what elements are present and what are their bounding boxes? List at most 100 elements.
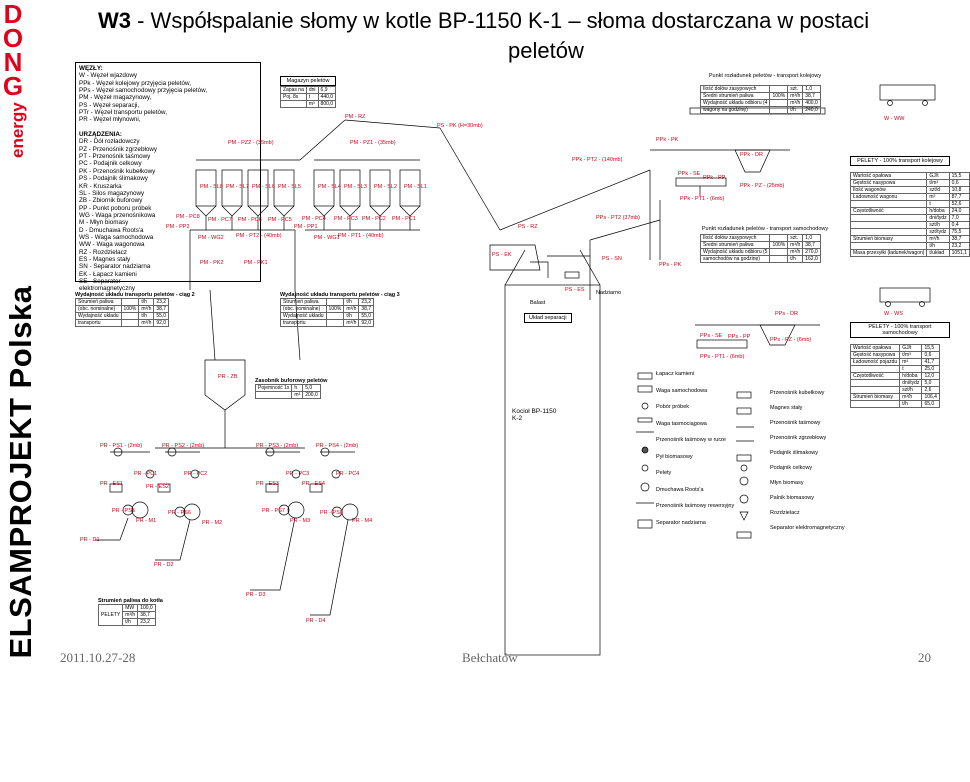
symbol-label: Pył biomasowy — [656, 453, 693, 460]
cell: szt/h — [899, 386, 923, 394]
cell: 162,0 — [802, 255, 821, 263]
cell: m³/h — [343, 305, 360, 313]
table-title: Punkt rozładunek peletów - transport sam… — [701, 226, 829, 232]
label-pr-ps2: PR - PS2 - (2mb) — [162, 443, 205, 449]
label-pc3: PM - PC3 — [334, 216, 358, 222]
cell: 0,6 — [948, 179, 970, 187]
label-ppk-pk: PPk - PK — [656, 137, 679, 143]
cell: 52,6 — [948, 200, 970, 208]
cell: 6,9 — [317, 86, 337, 94]
cell: t — [926, 200, 950, 208]
label-pp1: PM - PP1 — [294, 224, 318, 230]
cell: 7,0 — [948, 214, 970, 222]
cell: 23,2 — [153, 298, 170, 306]
cell: t/h — [787, 255, 804, 263]
label-kociol: Kocioł BP-1150 K-2 — [512, 408, 557, 422]
cell: (obc. nominalne) — [75, 305, 122, 313]
table-title: PELETY - 100% transport kolejowy — [850, 156, 950, 166]
label-pr-d1: PR - D1 — [80, 537, 100, 543]
symbol-label: Przenośnik zgrzebłowy — [770, 435, 827, 441]
legend-box: WĘZŁY: W - Węzeł wjazdowy PPk - Węzeł ko… — [75, 62, 261, 292]
cell: transportu — [280, 319, 327, 327]
label-pc2: PM - PC2 — [362, 216, 386, 222]
label-balast: Balast — [530, 300, 546, 306]
label-pc6: PM - PC6 — [238, 217, 262, 223]
cell: t/h — [926, 242, 950, 250]
label-ps-pk: PS - PK (H=30mb) — [437, 123, 483, 129]
label-pc5: PM - PC5 — [268, 217, 292, 223]
cell: 100% — [769, 241, 789, 249]
hopper-ppk-dr — [734, 149, 771, 173]
legend-devices: DR - Dół rozładowczy PZ - Przenośnik zgr… — [79, 138, 158, 293]
label-pr-ps1: PR - PS1 - (2mb) — [100, 443, 143, 449]
label-pr-ps5: PR - PS5 — [112, 508, 135, 514]
label-pr-d2: PR - D2 — [154, 562, 174, 568]
symbol-label: Młyn biomasy — [770, 480, 804, 486]
cell: h/doba — [926, 207, 950, 215]
cell: MW — [122, 604, 139, 612]
symbol-label: Magnes stały — [770, 405, 803, 411]
cell: 87,7 — [948, 193, 970, 201]
cell: szt. — [787, 85, 804, 93]
label-pc8: PM - PC8 — [176, 214, 200, 220]
cell: szt/d — [926, 186, 950, 194]
label-pr-pc1: PR - PC1 — [134, 471, 158, 477]
cell: Częstotliwość — [849, 372, 901, 380]
cell — [849, 386, 901, 394]
cell: 1051,1 — [948, 249, 970, 257]
cell: 41,7 — [921, 358, 940, 366]
cell: Ładowność pojazdu — [849, 358, 901, 366]
cell — [849, 228, 928, 236]
label-pr-m4: PR - M4 — [352, 518, 373, 524]
label-pr-ps6: PR - PS6 — [168, 510, 191, 516]
cell: Wydajność układu — [280, 312, 327, 320]
cell: m³/h — [899, 393, 923, 401]
table-title: Punkt rozładunek peletów - transport kol… — [708, 73, 822, 79]
symbol-label: Waga tasmociągowa — [656, 420, 707, 427]
label-pc7: PM - PC7 — [208, 217, 232, 223]
cell: m³/h — [787, 248, 804, 256]
label-pr-m2: PR - M2 — [202, 520, 223, 526]
cell: 12,0 — [921, 372, 940, 380]
symbol-label: Waga samochodowa — [656, 387, 708, 394]
cell: t/m³ — [926, 179, 950, 187]
cell: t/h — [122, 618, 139, 626]
cell — [254, 391, 293, 399]
label-pk2: PM - PK2 — [200, 260, 224, 266]
cell: (obc. nominalne) — [280, 305, 327, 313]
logo-letter-n: N — [3, 47, 23, 77]
logo-letter-o: O — [2, 23, 24, 53]
label-pz1: PM - PZ1 - (35mb) — [350, 140, 396, 146]
pelety-auto-spec: PELETY - 100% transport samochodowy Wart… — [849, 322, 950, 408]
label-pr-m1: PR - M1 — [136, 518, 157, 524]
table-title: Wydajność układu transportu peletów - ci… — [75, 292, 195, 298]
label-ppk-dr: PPk - DR — [740, 152, 763, 158]
wagon-icon — [879, 84, 936, 101]
cell: Ilość dołów zasypowych — [699, 85, 771, 93]
label-pr-ps4: PR - PS4 - (2mb) — [316, 443, 359, 449]
cell: Poj. 8x — [280, 93, 307, 101]
silo-sl7 — [221, 169, 243, 207]
cell: Ładowność wagonu — [849, 193, 928, 201]
symbol-label: Dmuchawa Roots'a — [656, 486, 704, 493]
cell: szt/h — [926, 221, 950, 229]
label-pt1: PM - PT1 - (40mb) — [338, 233, 384, 239]
cell: t/h — [343, 312, 360, 320]
label-ppk-pz: PPk - PZ - (25mb) — [740, 183, 785, 189]
samochod-table: Punkt rozładunek peletów - transport sam… — [699, 226, 830, 263]
label-sl6: PM - SL6 — [252, 184, 275, 190]
label-pr-d3: PR - D3 — [246, 592, 266, 598]
label-pps-pk: PPs - PK — [659, 262, 682, 268]
symbol-legend-icons — [636, 372, 754, 539]
